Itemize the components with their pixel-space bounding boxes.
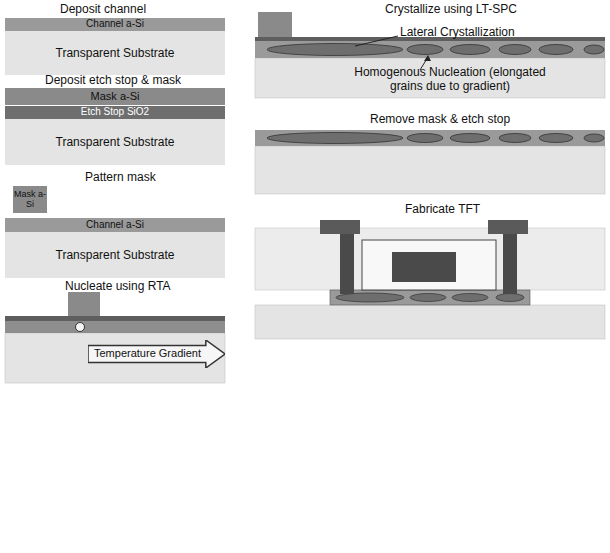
layer-band: Mask a-Si	[5, 88, 225, 105]
layer-label: Temperature Gradient	[94, 348, 201, 360]
channel-layer	[255, 41, 605, 58]
step-title: Crystallize using LT-SPC	[385, 3, 517, 17]
gate-oxide	[362, 240, 496, 290]
source-contact	[340, 232, 354, 294]
channel-layer	[5, 321, 225, 333]
layer-label: Transparent Substrate	[56, 249, 175, 262]
etch-stop-layer	[5, 316, 225, 321]
gradient-arrow: Temperature Gradient	[88, 340, 225, 368]
layer-label: Channel a-Si	[86, 19, 144, 30]
drain-contact	[503, 232, 517, 294]
source-pad	[320, 220, 360, 234]
step-title: Fabricate TFT	[405, 203, 480, 217]
grains	[267, 133, 604, 144]
layer-band: Etch Stop SiO2	[5, 106, 225, 119]
drain-pad	[488, 220, 528, 234]
leader-arrowhead	[424, 55, 431, 61]
layer-band: Transparent Substrate	[5, 232, 225, 278]
layer-band: Channel a-Si	[5, 18, 225, 31]
grains	[267, 44, 604, 56]
callout-label: Lateral Crystallization	[400, 26, 515, 40]
channel-layer	[255, 130, 605, 146]
grains	[336, 293, 524, 302]
mask-block	[68, 292, 100, 316]
layer-label: Mask a-Si	[13, 190, 47, 209]
oxide-layer	[255, 228, 605, 290]
layer-label: Etch Stop SiO2	[81, 107, 149, 118]
layer-band: Transparent Substrate	[5, 119, 225, 165]
layer-band: Channel a-Si	[5, 218, 225, 232]
channel-island	[330, 290, 530, 305]
step-title: Pattern mask	[85, 171, 156, 185]
substrate-layer	[255, 58, 605, 98]
layer-label: Mask a-Si	[91, 91, 140, 103]
leader-line	[355, 36, 398, 46]
substrate-layer	[255, 146, 605, 194]
mask-block	[258, 12, 292, 37]
layer-label: Channel a-Si	[86, 220, 144, 231]
layer-label: Transparent Substrate	[56, 47, 175, 60]
step-title: Nucleate using RTA	[65, 280, 171, 294]
gate-electrode	[392, 252, 456, 282]
step-title: Deposit etch stop & mask	[45, 74, 181, 88]
step-title: Remove mask & etch stop	[370, 113, 510, 127]
substrate-layer	[5, 333, 225, 383]
layer-label: Transparent Substrate	[56, 136, 175, 149]
layer-band: Transparent Substrate	[5, 31, 225, 75]
layer-band: Mask a-Si	[13, 186, 47, 213]
nucleus-dot	[76, 323, 85, 332]
step-title: Deposit channel	[60, 3, 146, 17]
substrate-layer	[255, 305, 605, 339]
callout-label: Homogenous Nucleation (elongated grains …	[350, 66, 550, 94]
